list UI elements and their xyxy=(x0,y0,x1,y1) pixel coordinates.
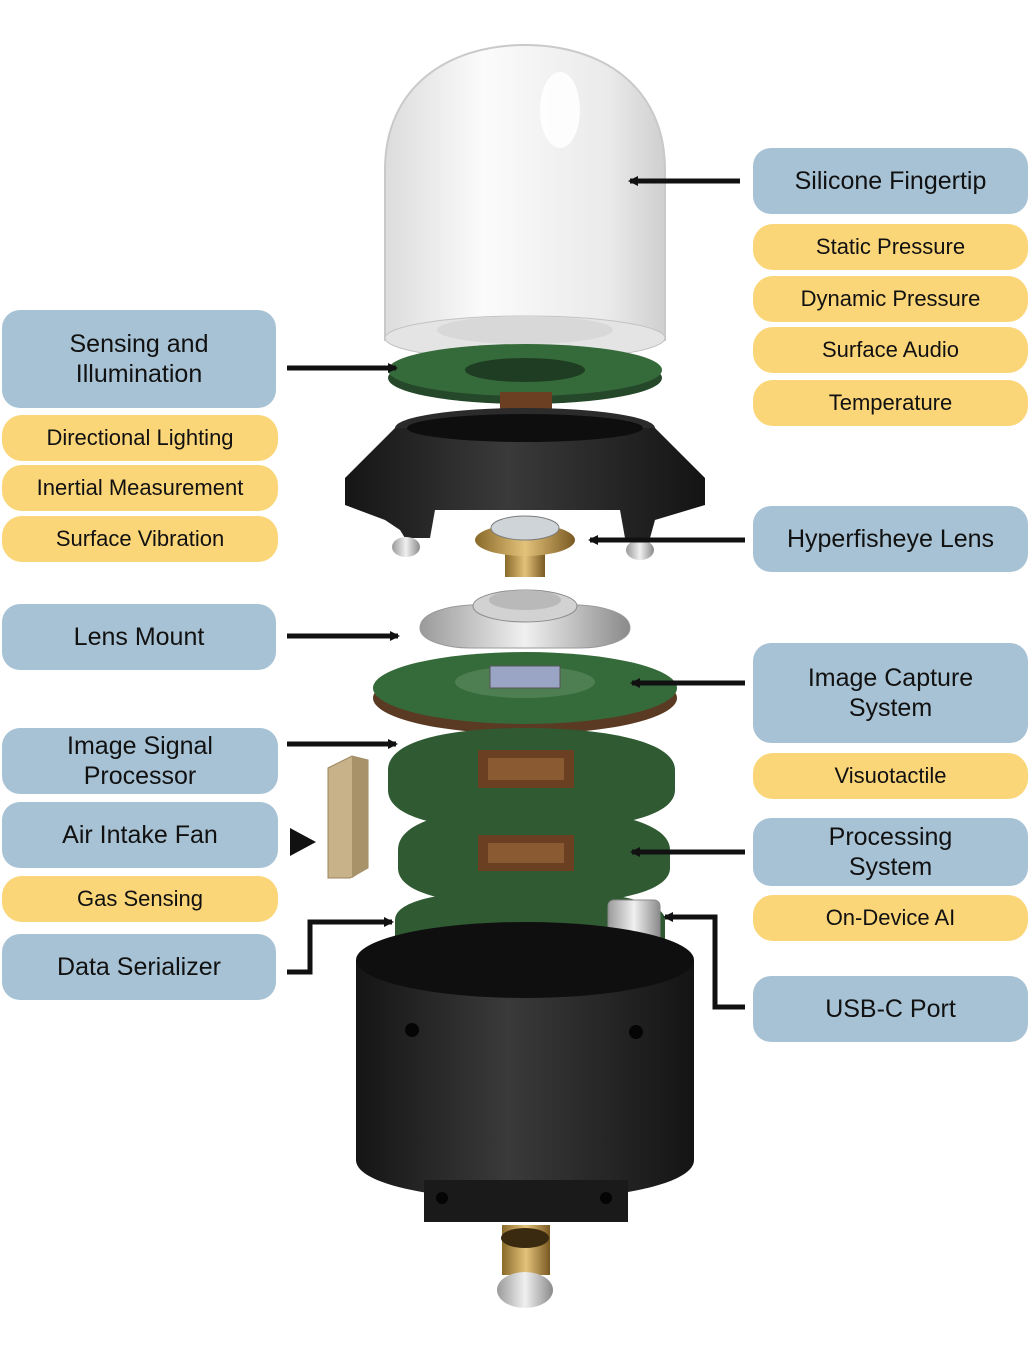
processing-pcb xyxy=(398,808,670,905)
label-static-pressure: Static Pressure xyxy=(753,224,1028,270)
silicone-dome xyxy=(384,43,666,361)
bottom-connector xyxy=(497,1225,553,1308)
sensing-pcb-ring xyxy=(388,344,662,414)
lens-mount-part xyxy=(419,589,631,649)
label-usb-c-port: USB-C Port xyxy=(753,976,1028,1042)
label-directional-lighting: Directional Lighting xyxy=(2,415,278,461)
arrow-air-intake-fan xyxy=(290,828,316,856)
conical-housing xyxy=(345,408,705,538)
label-visuotactile: Visuotactile xyxy=(753,753,1028,799)
label-silicone-fingertip: Silicone Fingertip xyxy=(753,148,1028,214)
label-temperature: Temperature xyxy=(753,380,1028,426)
label-data-serializer: Data Serializer xyxy=(2,934,276,1000)
label-gas-sensing: Gas Sensing xyxy=(2,876,278,922)
arrows xyxy=(287,176,745,1010)
label-hyperfisheye-lens: Hyperfisheye Lens xyxy=(753,506,1028,572)
mounting-screws xyxy=(392,537,654,560)
label-surface-audio: Surface Audio xyxy=(753,327,1028,373)
image-capture-pcb xyxy=(373,652,677,734)
arrow-data-serializer xyxy=(287,917,394,975)
isp-pcb xyxy=(388,728,675,830)
label-on-device-ai: On-Device AI xyxy=(753,895,1028,941)
arrow-usb-c xyxy=(663,912,745,1010)
label-air-intake-fan: Air Intake Fan xyxy=(2,802,278,868)
air-intake-fan-part xyxy=(327,755,369,879)
label-inertial-measurement: Inertial Measurement xyxy=(2,465,278,511)
label-surface-vibration: Surface Vibration xyxy=(2,516,278,562)
label-lens-mount: Lens Mount xyxy=(2,604,276,670)
fisheye-lens xyxy=(475,515,575,577)
main-housing xyxy=(356,922,694,1222)
label-dynamic-pressure: Dynamic Pressure xyxy=(753,276,1028,322)
